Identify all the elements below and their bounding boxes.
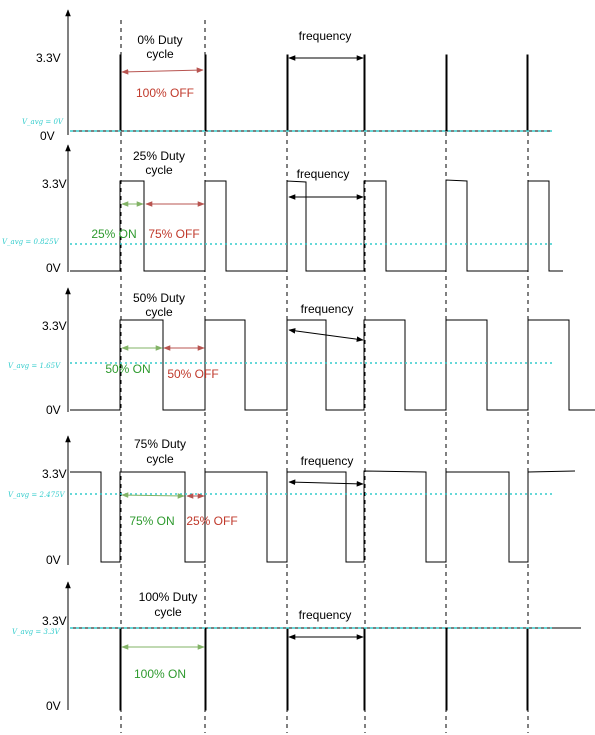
pwm-waveform <box>70 54 550 132</box>
duty-title-line1: 50% Duty <box>133 291 185 305</box>
on-label: 100% ON <box>134 667 186 681</box>
on-label: 50% ON <box>105 362 150 376</box>
frequency-arrow <box>288 328 364 342</box>
avg-voltage-label: V_avg = 0V <box>22 118 64 126</box>
panel-25-percent: 3.3V 0V V_avg = 0.825V 25% Duty cycle 25… <box>2 144 563 275</box>
duty-title-line1: 100% Duty <box>139 590 198 604</box>
high-level-label: 3.3V <box>42 177 67 191</box>
frequency-label: frequency <box>299 608 352 622</box>
avg-voltage-label: V_avg = 0.825V <box>2 238 60 246</box>
avg-voltage-label: V_avg = 2.475V <box>8 491 66 499</box>
frequency-label: frequency <box>297 167 350 181</box>
duty-title-line2: cycle <box>145 305 173 319</box>
on-label: 25% ON <box>91 227 136 241</box>
frequency-arrow <box>288 479 364 487</box>
low-level-label: 0V <box>46 699 61 713</box>
pwm-waveform <box>70 179 563 272</box>
on-duration-arrow <box>121 492 185 499</box>
high-level-label: 3.3V <box>42 614 67 628</box>
off-label: 50% OFF <box>167 367 218 381</box>
off-label: 75% OFF <box>148 227 199 241</box>
high-level-label: 3.3V <box>42 467 67 481</box>
low-level-label: 0V <box>46 403 61 417</box>
off-duration-arrow <box>121 67 204 75</box>
low-level-label: 0V <box>40 129 55 143</box>
avg-voltage-label: V_avg = 3.3V <box>12 628 61 636</box>
high-level-label: 3.3V <box>42 319 67 333</box>
pwm-waveform <box>70 627 581 711</box>
panel-75-percent: 3.3V 0V V_avg = 2.475V 75% Duty cycle 75… <box>8 435 576 567</box>
avg-voltage-label: V_avg = 1.65V <box>8 362 61 370</box>
duty-title-line2: cycle <box>146 47 174 61</box>
low-level-label: 0V <box>46 261 61 275</box>
off-label: 100% OFF <box>136 86 194 100</box>
duty-title-line1: 25% Duty <box>133 149 185 163</box>
frequency-label: frequency <box>301 454 354 468</box>
panel-0-percent: 3.3V 0V V_avg = 0V 0% Duty cycle 100% OF… <box>22 9 552 143</box>
high-level-label: 3.3V <box>36 51 61 65</box>
duty-title-line1: 75% Duty <box>134 437 186 451</box>
panel-50-percent: 3.3V 0V V_avg = 1.65V 50% Duty cycle 50%… <box>8 287 595 417</box>
frequency-label: frequency <box>301 302 354 316</box>
pwm-waveform <box>70 319 595 411</box>
low-level-label: 0V <box>46 553 61 567</box>
off-label: 25% OFF <box>186 514 237 528</box>
on-label: 75% ON <box>129 514 174 528</box>
panel-100-percent: 3.3V 0V V_avg = 3.3V 100% Duty cycle 100… <box>12 581 581 713</box>
pwm-waveform <box>70 470 576 563</box>
frequency-label: frequency <box>299 29 352 43</box>
duty-title-line1: 0% Duty <box>137 33 182 47</box>
duty-title-line2: cycle <box>154 605 182 619</box>
duty-title-line2: cycle <box>146 452 174 466</box>
duty-title-line2: cycle <box>145 163 173 177</box>
